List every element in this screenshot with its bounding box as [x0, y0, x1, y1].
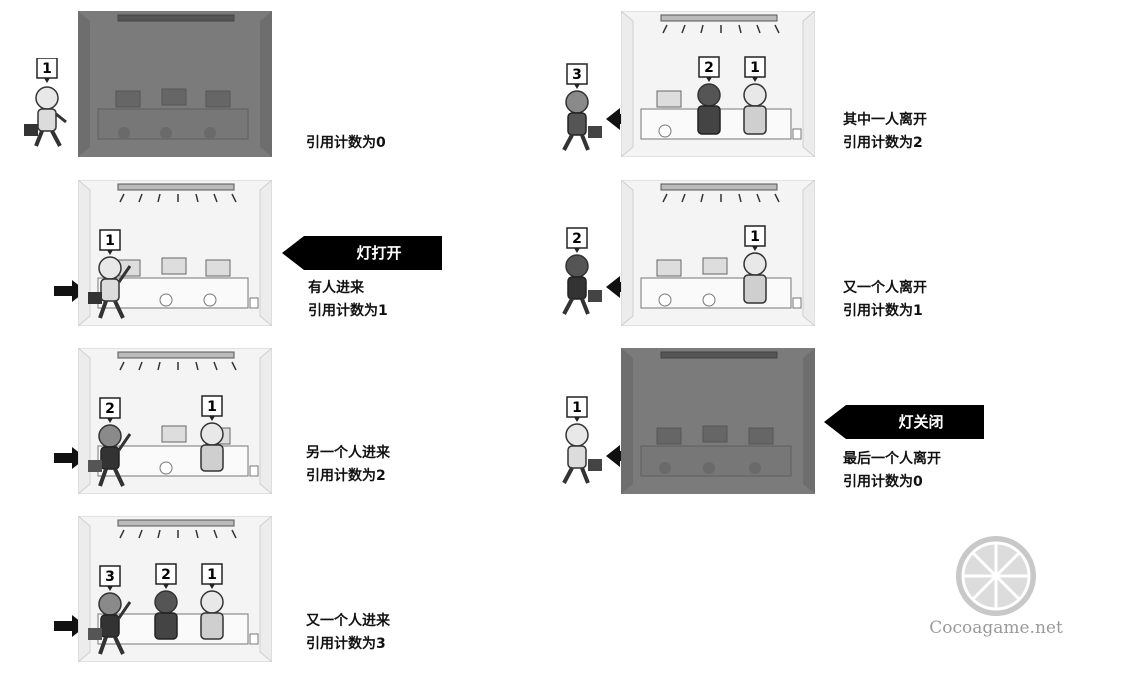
badge-2: 2 — [105, 401, 115, 417]
caption-2: 有人进来 引用计数为1 — [308, 280, 388, 319]
caption-1: 引用计数为0 — [306, 135, 386, 151]
badge-1: 1 — [207, 399, 217, 415]
badge-1: 1 — [42, 61, 52, 77]
person-leaving-5: 3 — [550, 60, 610, 151]
badge-1: 1 — [750, 229, 760, 245]
room-panel-4: 1 2 3 — [78, 516, 272, 662]
caption-4: 又一个人进来 引用计数为3 — [306, 613, 390, 652]
person-leaving-6: 2 — [550, 224, 610, 315]
badge-1: 1 — [572, 400, 582, 416]
callout-light-off-label: 灯关闭 — [898, 413, 944, 431]
callout-light-off: 灯关闭 — [824, 405, 984, 439]
watermark-logo: Cocoagame.net — [926, 534, 1066, 644]
room-panel-3: 1 2 — [78, 348, 272, 494]
caption-3: 另一个人进来 引用计数为2 — [306, 445, 390, 484]
lemon-slice-icon — [956, 536, 1036, 616]
caption-5: 其中一人离开 引用计数为2 — [843, 112, 927, 151]
person-leaving-7: 1 — [550, 393, 610, 484]
room-panel-5: 2 1 — [621, 11, 815, 157]
caption-7: 最后一个人离开 引用计数为0 — [843, 451, 941, 490]
callout-light-on: 灯打开 — [282, 236, 442, 270]
room-panel-1 — [78, 11, 272, 157]
badge-2: 2 — [704, 60, 714, 76]
badge-1: 1 — [207, 567, 217, 583]
badge-2: 2 — [572, 231, 582, 247]
badge-1: 1 — [750, 60, 760, 76]
badge-2: 2 — [161, 567, 171, 583]
badge-3: 3 — [105, 569, 115, 585]
room-panel-7 — [621, 348, 815, 494]
room-panel-2: 1 — [78, 180, 272, 326]
caption-6: 又一个人离开 引用计数为1 — [843, 280, 927, 319]
person-outside-1: 1 — [20, 57, 80, 148]
callout-light-on-label: 灯打开 — [356, 244, 402, 262]
badge-3: 3 — [572, 67, 582, 83]
room-panel-6: 1 — [621, 180, 815, 326]
badge-1: 1 — [105, 233, 115, 249]
watermark-text: Cocoagame.net — [929, 618, 1063, 638]
